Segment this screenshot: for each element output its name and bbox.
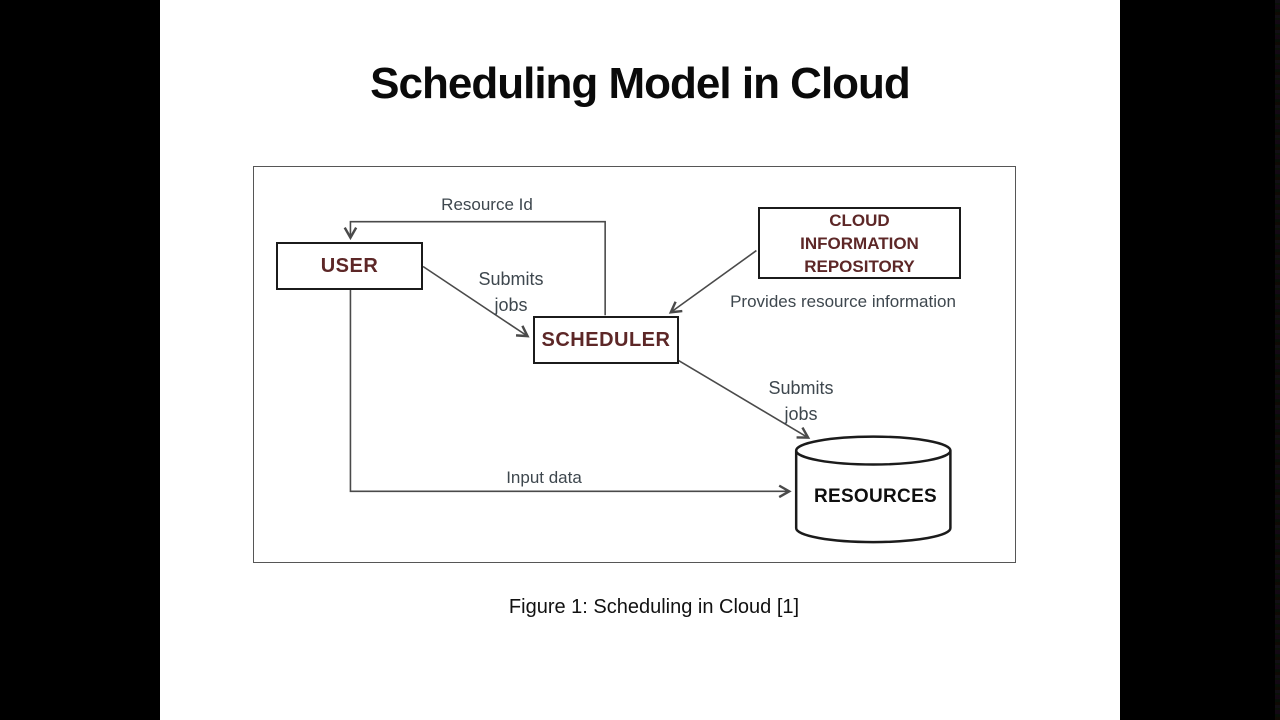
letterbox-left <box>0 0 160 720</box>
edge-input-data-line <box>349 289 792 499</box>
node-scheduler: SCHEDULER <box>533 316 679 364</box>
edge-provides-resource-information-line <box>668 249 757 314</box>
letterbox-right <box>1120 0 1280 720</box>
edge-label-scheduler-submits-jobs: Submits jobs <box>768 378 834 424</box>
node-user-label: USER <box>320 254 379 277</box>
edge-label-provides-resource-information: Provides resource information <box>730 292 956 311</box>
node-user: USER <box>276 242 423 290</box>
edge-user-submits-jobs-line <box>422 265 530 338</box>
slide-title: Scheduling Model in Cloud <box>370 59 911 108</box>
edge-label-user-submits-jobs: Submits jobs <box>478 269 544 315</box>
figure-caption: Figure 1: Scheduling in Cloud [1] <box>508 596 800 618</box>
node-resources-label: RESOURCES <box>813 486 938 507</box>
node-resources-cylinder <box>794 435 952 544</box>
diagram-connectors <box>343 220 952 544</box>
node-cloud-information-repository: CLOUD INFORMATION REPOSITORY <box>758 207 961 279</box>
diagram-panel: USER CLOUD INFORMATION REPOSITORY SCHEDU… <box>253 166 1016 563</box>
node-cloud-information-repository-label: CLOUD INFORMATION REPOSITORY <box>800 210 919 276</box>
edge-scheduler-submits-jobs-line <box>677 359 811 439</box>
edge-resource-id-line <box>343 220 606 316</box>
edge-label-input-data: Input data <box>506 468 582 487</box>
slide: Scheduling Model in Cloud <box>160 0 1120 720</box>
edge-label-resource-id: Resource Id <box>441 195 533 214</box>
node-scheduler-label: SCHEDULER <box>541 328 671 351</box>
video-noise-strip <box>1275 0 1280 720</box>
